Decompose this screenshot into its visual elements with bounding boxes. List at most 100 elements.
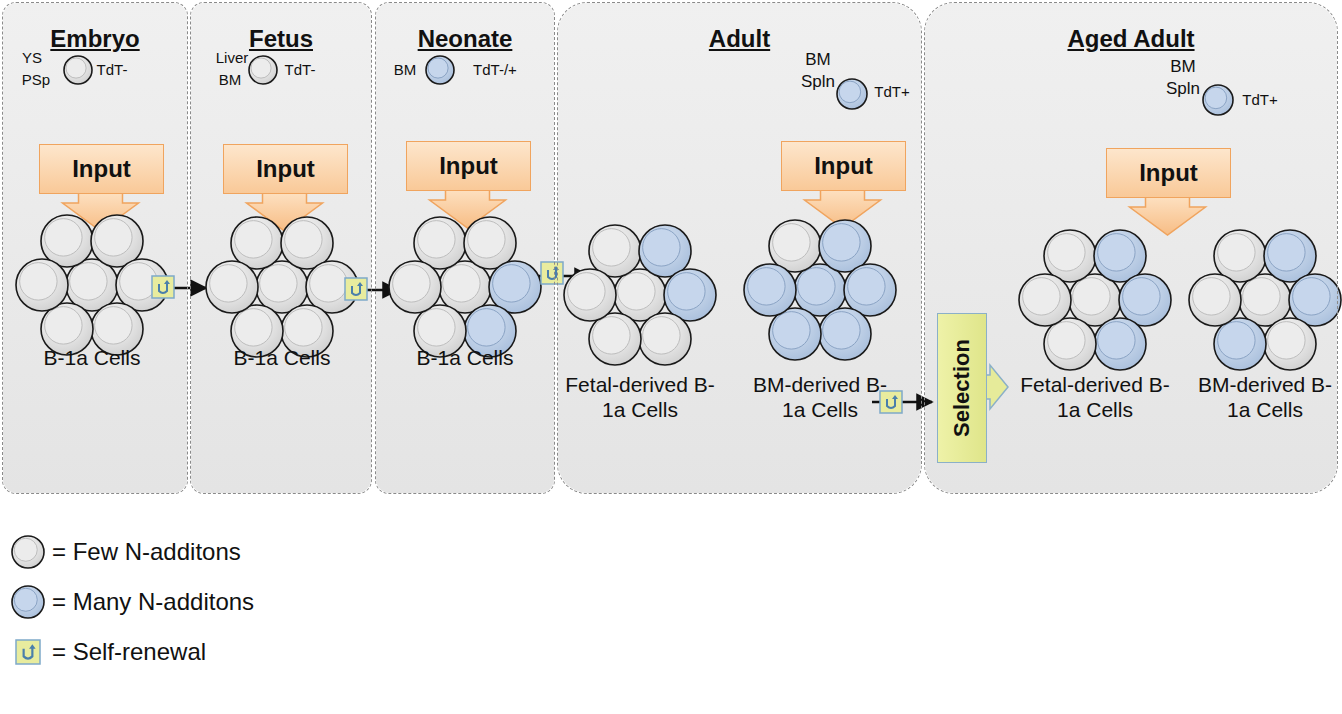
self-renewal-symbol — [357, 282, 363, 286]
cell-nucleus — [210, 265, 247, 302]
legend-text: = Many N-additons — [52, 588, 254, 616]
cell-nucleus — [235, 309, 272, 346]
cell-nucleus — [1293, 278, 1330, 315]
source-label: BM — [394, 61, 417, 79]
input-box: Input — [1106, 148, 1231, 198]
cell-nucleus — [839, 81, 861, 103]
cell-few — [564, 269, 616, 321]
self-renewal-symbol — [887, 398, 895, 408]
panel-fill — [191, 3, 371, 493]
cell-nucleus — [848, 268, 885, 305]
cell-nucleus — [310, 265, 347, 302]
source-label: TdT+ — [1242, 91, 1277, 109]
cell-group-label: B-1a Cells — [417, 345, 514, 370]
cell-nucleus — [1048, 234, 1085, 271]
self-renewal-symbol — [164, 280, 170, 284]
cell-nucleus — [14, 538, 37, 561]
cell-nucleus — [393, 265, 430, 302]
input-box: Input — [223, 144, 348, 194]
cell-many — [1094, 318, 1146, 370]
source-label: BM — [1170, 57, 1196, 77]
cell-nucleus — [593, 229, 630, 266]
self-renewal-icon — [345, 278, 367, 300]
cell-many — [837, 79, 867, 109]
self-renewal-symbol — [352, 285, 360, 295]
cell-nucleus — [1205, 87, 1227, 109]
cell-few — [206, 261, 258, 313]
cell-few — [1189, 274, 1241, 326]
self-renewal-symbol — [29, 644, 36, 648]
cell-nucleus — [20, 263, 57, 300]
stage-panel: FetusInput — [190, 2, 372, 494]
cell-nucleus — [643, 229, 680, 266]
self-renewal-icon — [16, 640, 40, 664]
cell-nucleus — [285, 309, 322, 346]
cell-nucleus — [823, 312, 860, 349]
cell-many — [744, 264, 796, 316]
cell-few — [64, 56, 92, 84]
source-label: BM — [219, 71, 242, 89]
cell-many — [426, 56, 454, 84]
cell-nucleus — [1243, 278, 1280, 315]
panel-fill — [3, 3, 187, 493]
cell-group-label: BM-derived B-1a Cells — [1195, 372, 1335, 422]
cell-nucleus — [1023, 278, 1060, 315]
input-label: Input — [439, 152, 498, 180]
cell-group-label: Fetal-derived B-1a Cells — [1020, 372, 1170, 422]
cell-few — [1264, 318, 1316, 370]
cell-few — [12, 536, 44, 568]
cell-group-label: B-1a Cells — [44, 345, 141, 370]
input-label: Input — [1139, 159, 1198, 187]
panel-fill — [558, 3, 921, 493]
cell-nucleus — [668, 273, 705, 310]
cell-nucleus — [45, 219, 82, 256]
cell-nucleus — [773, 224, 810, 261]
legend-text: = Few N-additons — [52, 538, 241, 566]
cell-nucleus — [568, 273, 605, 310]
self-renewal-symbol — [159, 283, 167, 293]
input-box: Input — [406, 141, 531, 191]
cell-nucleus — [798, 268, 835, 305]
input-box: Input — [39, 144, 164, 194]
input-box: Input — [781, 141, 906, 191]
cell-nucleus — [1073, 278, 1110, 315]
self-renewal-symbol — [553, 266, 559, 270]
cell-nucleus — [1193, 278, 1230, 315]
self-renewal-icon — [152, 276, 174, 298]
cell-group-label: B-1a Cells — [234, 345, 331, 370]
panel-fill — [376, 3, 554, 493]
cell-nucleus — [428, 58, 448, 78]
stage-heading: Adult — [558, 25, 921, 53]
cell-nucleus — [45, 307, 82, 344]
stage-heading: Aged Adult — [925, 25, 1337, 53]
self-renewal-icon — [541, 262, 563, 284]
cell-nucleus — [95, 219, 132, 256]
cell-many — [819, 308, 871, 360]
stage-heading: Embryo — [3, 25, 187, 53]
stage-heading: Fetus — [191, 25, 371, 53]
stage-heading: Neonate — [376, 25, 554, 53]
cell-nucleus — [1123, 278, 1160, 315]
cell-nucleus — [418, 309, 455, 346]
cell-few — [16, 259, 68, 311]
source-label: YS — [22, 49, 42, 67]
cell-nucleus — [468, 309, 505, 346]
cell-few — [249, 56, 277, 84]
source-label: Liver — [216, 49, 249, 67]
input-label: Input — [256, 155, 315, 183]
cell-many — [12, 586, 44, 618]
cell-nucleus — [251, 58, 271, 78]
cell-nucleus — [773, 312, 810, 349]
input-arrow — [1130, 197, 1206, 235]
cell-nucleus — [66, 58, 86, 78]
input-label: Input — [814, 152, 873, 180]
cell-nucleus — [748, 268, 785, 305]
source-label: BM — [805, 50, 831, 70]
cell-nucleus — [14, 588, 37, 611]
cell-nucleus — [1048, 322, 1085, 359]
cell-nucleus — [285, 221, 322, 258]
cell-few — [1019, 274, 1071, 326]
cell-nucleus — [260, 265, 297, 302]
cell-nucleus — [1218, 234, 1255, 271]
cell-nucleus — [70, 263, 107, 300]
